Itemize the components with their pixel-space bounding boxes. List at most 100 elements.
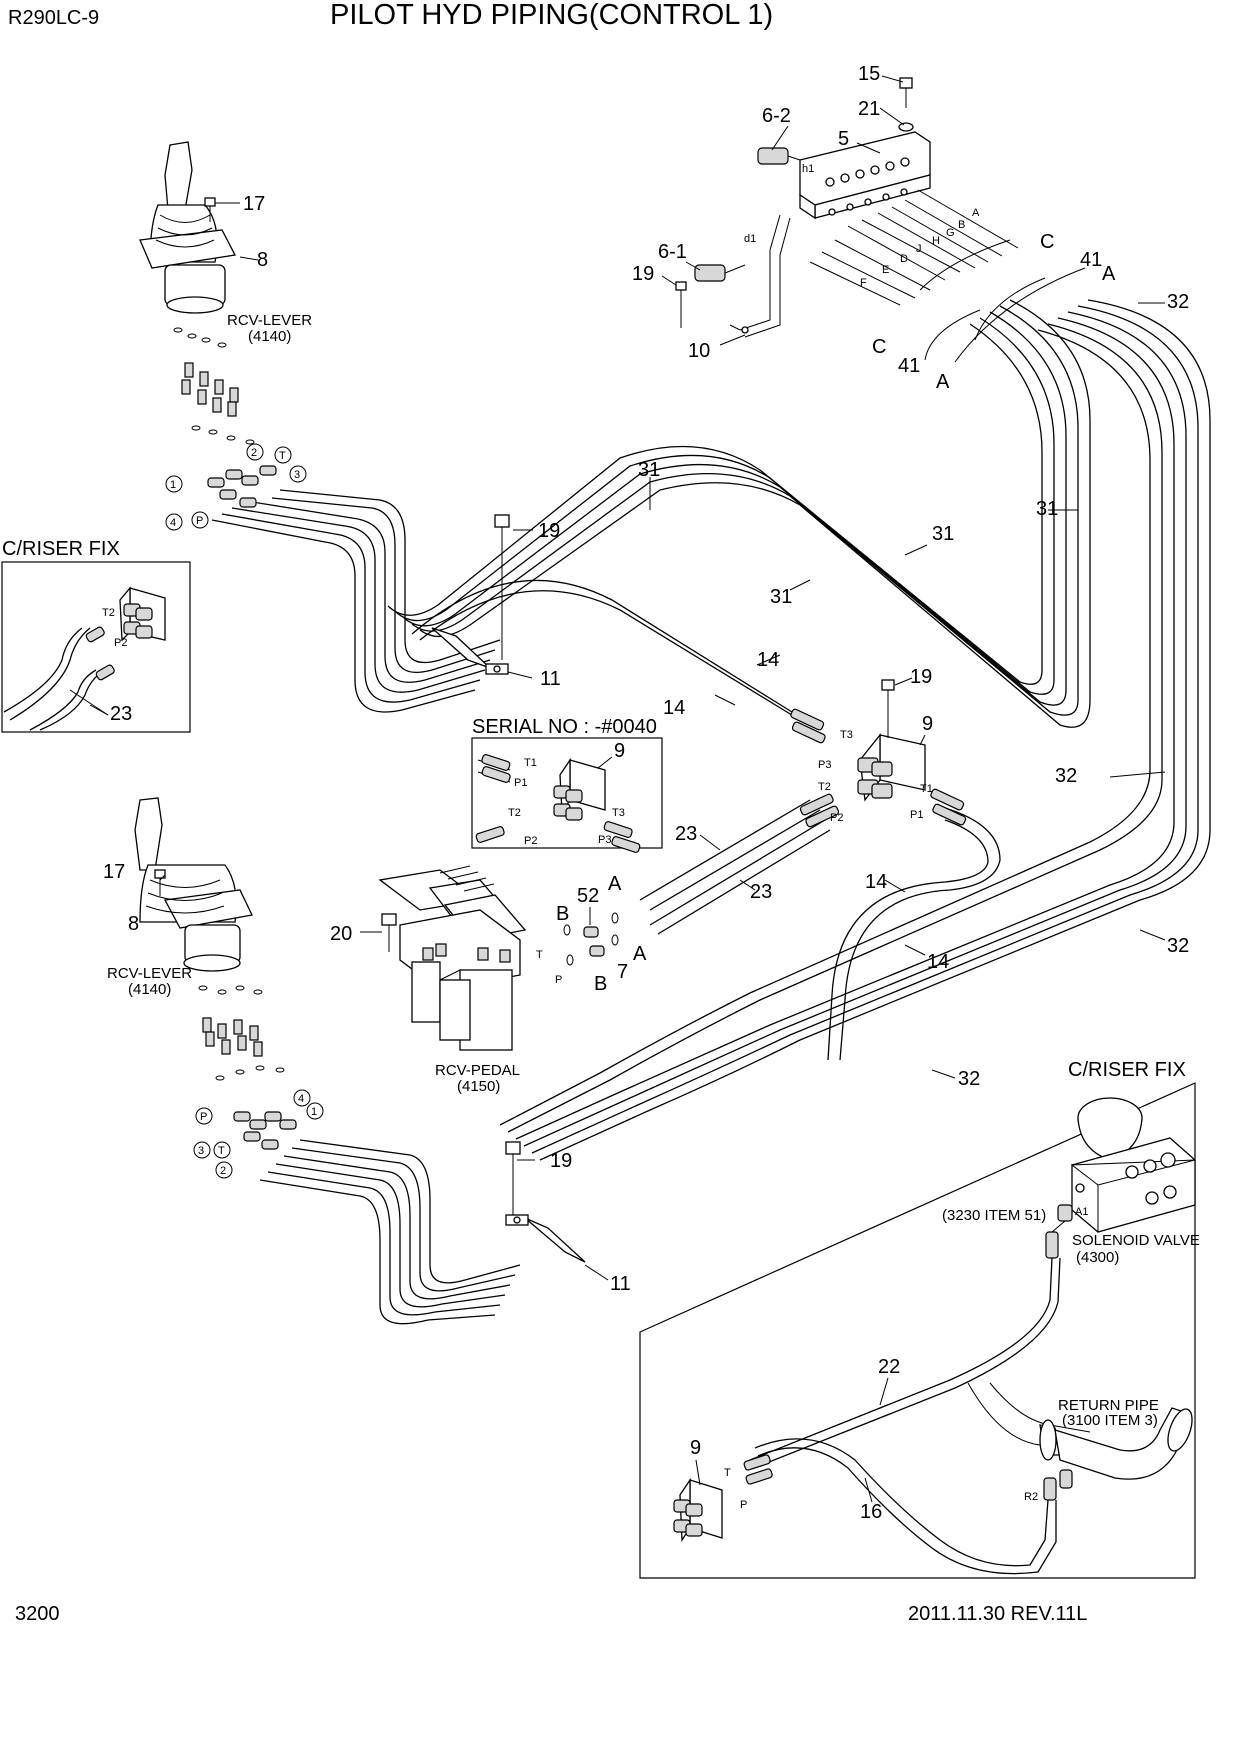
pipes-23	[639, 799, 831, 935]
port-h: H	[932, 235, 940, 247]
part-21: 21	[858, 98, 880, 120]
riser-fix-right-inset: C/RISER FIX A1 (3230 ITEM 51) SOLENOID V…	[639, 1059, 1200, 1579]
port-d1: d1	[744, 233, 756, 245]
part-32-top: 32	[1167, 291, 1189, 313]
part-31-low: 31	[770, 586, 792, 608]
part-14-b: 14	[663, 697, 685, 719]
part-9-block: 9	[922, 713, 933, 735]
page-number: 3200	[15, 1603, 60, 1625]
pedal-fittings	[381, 912, 619, 966]
serial-port-t3: T3	[612, 807, 625, 819]
part-31-mid: 31	[932, 523, 954, 545]
part-23-b: 23	[750, 881, 772, 903]
block9-t3: T3	[840, 729, 853, 741]
rcv-pedal-code: (4150)	[457, 1078, 500, 1095]
part-32-right: 32	[1167, 935, 1189, 957]
clamp-top	[431, 514, 510, 675]
part-32-bottom: 32	[958, 1068, 980, 1090]
part-6-2: 6-2	[762, 105, 791, 127]
port-top-2: 2	[251, 447, 257, 459]
port-h1: h1	[802, 163, 814, 175]
port-j: J	[916, 243, 922, 255]
serial-part-9: 9	[614, 740, 625, 762]
pedal-port-t: T	[536, 949, 543, 961]
riser-right-p: P	[740, 1499, 747, 1511]
part-19-top: 19	[632, 263, 654, 285]
port-a: A	[972, 207, 980, 219]
part-11-top: 11	[540, 668, 561, 690]
label-a-bottom: A	[936, 371, 950, 393]
manifold-port-letters: h1 d1 A B G H J D E F	[744, 163, 980, 289]
part-19-block: 19	[910, 666, 932, 688]
riser-right-part-22: 22	[878, 1356, 900, 1378]
part-7: 7	[617, 961, 628, 983]
part-11-bottom: 11	[610, 1273, 631, 1295]
page-title: PILOT HYD PIPING(CONTROL 1)	[330, 0, 773, 31]
rcv-lever-top	[139, 141, 236, 314]
port-top-t: T	[279, 450, 286, 462]
label-a-pedal-bottom: A	[633, 943, 647, 965]
block9-t2: T2	[818, 781, 831, 793]
label-b-pedal-bottom: B	[594, 973, 607, 995]
riser-left-p2: P2	[114, 637, 127, 649]
label-b-pedal-top: B	[556, 903, 569, 925]
riser-right-t: T	[724, 1467, 731, 1479]
riser-right-ref: (3230 ITEM 51)	[942, 1207, 1046, 1224]
part-17-top: 17	[243, 193, 265, 215]
part-52: 52	[577, 885, 599, 907]
pipe-bundle-32	[499, 299, 1211, 1161]
part-numbers: 15 21 6-2 5 6-1 19 10 C C 41 41 A A 32 1…	[103, 63, 1189, 1295]
rcv-lever-bottom-code: (4140)	[128, 981, 171, 998]
part-6-1: 6-1	[658, 241, 687, 263]
block9-port-letters: T3 P3 T2 P2 T1 P1 T P	[536, 729, 933, 986]
part-19-clamp-top: 19	[538, 520, 560, 542]
pipe-bundle-31	[387, 299, 1091, 728]
part-31-right: 31	[1036, 498, 1058, 520]
block9-p3: P3	[818, 759, 831, 771]
port-top-p: P	[196, 515, 203, 527]
rcv-lever-bottom-fittings	[198, 985, 297, 1150]
port-top-4: 4	[170, 517, 176, 529]
port-e: E	[882, 264, 889, 276]
block-9	[790, 679, 967, 828]
riser-right-a1: A1	[1075, 1206, 1088, 1218]
port-top-3: 3	[294, 469, 300, 481]
block9-t1: T1	[920, 783, 933, 795]
port-circles-bottom: P 4 1 3 T 2	[193, 1089, 324, 1179]
label-c-bottom: C	[872, 336, 886, 358]
bottom-lever-pipes	[259, 1139, 521, 1325]
part-8-bottom: 8	[128, 913, 139, 935]
riser-left-t2: T2	[102, 607, 115, 619]
part-23-a: 23	[675, 823, 697, 845]
port-bottom-1: 1	[311, 1106, 317, 1118]
rcv-lever-top-fittings	[173, 327, 277, 508]
riser-right-title: C/RISER FIX	[1068, 1059, 1186, 1081]
port-bottom-4: 4	[298, 1093, 304, 1105]
port-d: D	[900, 253, 908, 265]
port-bottom-t: T	[218, 1145, 225, 1157]
port-top-1: 1	[170, 479, 176, 491]
riser-left-part-23: 23	[110, 703, 132, 725]
part-31-top: 31	[638, 459, 660, 481]
riser-right-r2: R2	[1024, 1491, 1038, 1503]
rcv-lever-bottom	[134, 797, 253, 972]
label-c-top: C	[1040, 231, 1054, 253]
label-a-pedal-top: A	[608, 873, 622, 895]
return-pipe-item: (3100 ITEM 3)	[1062, 1412, 1158, 1429]
clamp-bottom	[505, 1141, 586, 1263]
port-f: F	[860, 277, 867, 289]
rcv-pedal-label: RCV-PEDAL	[435, 1062, 520, 1079]
serial-port-p2: P2	[524, 835, 537, 847]
part-5: 5	[838, 128, 849, 150]
return-pipe-label: RETURN PIPE	[1058, 1397, 1159, 1414]
port-g: G	[946, 227, 955, 239]
manifold-port-leaders	[809, 189, 1019, 306]
part-32-mid: 32	[1055, 765, 1077, 787]
part-10: 10	[688, 340, 710, 362]
part-41-bottom: 41	[898, 355, 920, 377]
part-15: 15	[858, 63, 880, 85]
part-14-d: 14	[927, 951, 949, 973]
part-17-bottom: 17	[103, 861, 125, 883]
solenoid-code: (4300)	[1076, 1249, 1119, 1266]
manifold-block	[675, 77, 931, 338]
